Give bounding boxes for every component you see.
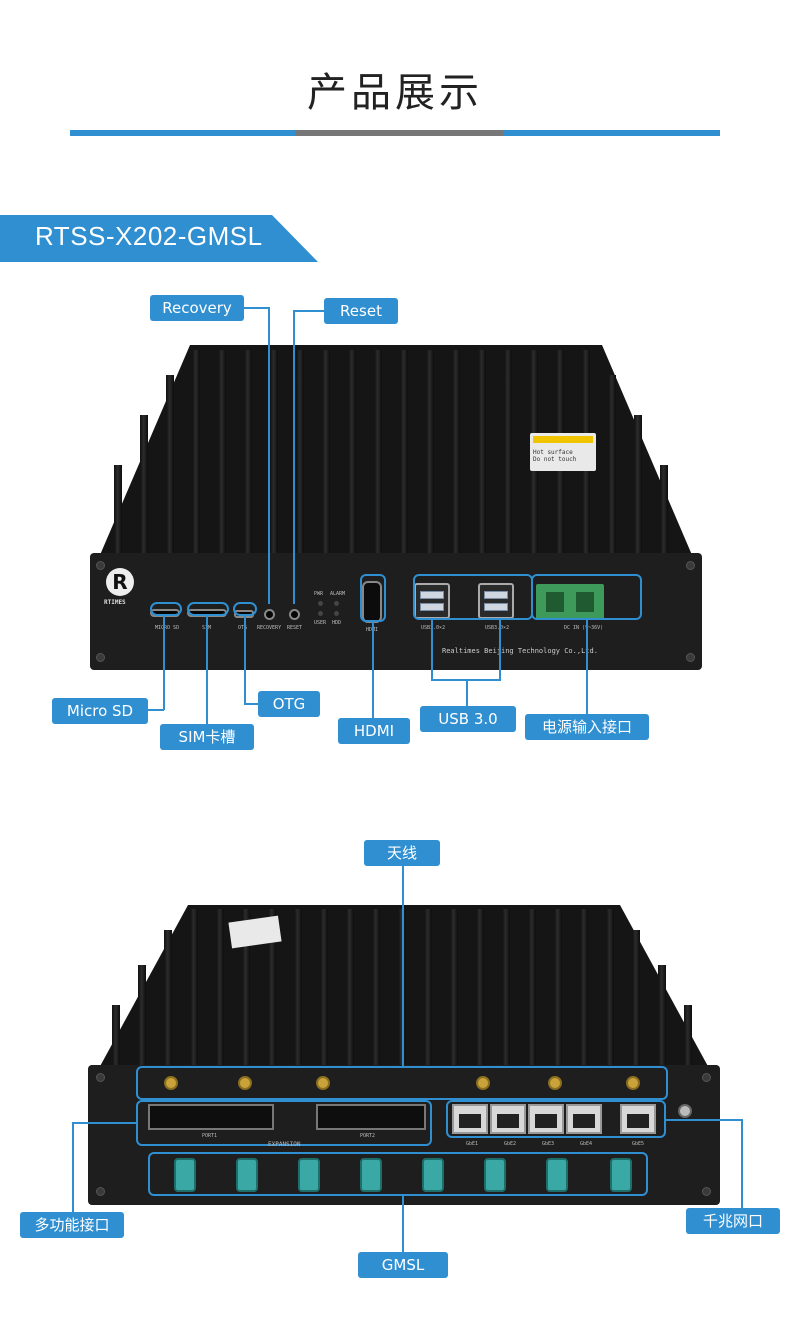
warning-sticker: Hot surface Do not touch (530, 433, 596, 471)
rtimes-logo-icon: R (106, 568, 134, 596)
screw-icon (96, 1073, 105, 1082)
alarm-led-icon (334, 601, 339, 606)
hdd-silk: HDD (332, 620, 342, 626)
gbe4-silk: GbE4 (580, 1141, 593, 1147)
usb1-silk: USB3.0×2 (421, 625, 446, 631)
ethernet-port-4[interactable] (566, 1104, 602, 1134)
reset-label: Reset (324, 298, 398, 324)
gmsl-connector-icon[interactable] (360, 1158, 382, 1192)
sim-highlight-box (187, 602, 229, 616)
screw-icon (702, 1073, 711, 1082)
terminal-screw-icon (546, 592, 564, 612)
gigabit-highlight-box (446, 1100, 666, 1138)
ethernet-port-3[interactable] (528, 1104, 564, 1134)
screw-icon (96, 653, 105, 662)
gmsl-connector-icon[interactable] (484, 1158, 506, 1192)
expansion-silk: EXPANSION (268, 1141, 301, 1148)
power-label: 电源输入接口 (525, 714, 649, 740)
pwr-silk: PWR (314, 591, 324, 597)
model-tag (0, 215, 318, 262)
antenna-label: 天线 (364, 840, 440, 866)
otg-silk: OTG (238, 625, 248, 631)
terminal-screw-icon (576, 592, 594, 612)
warning-text-1: Hot surface (533, 449, 573, 456)
expansion-port-1[interactable] (148, 1104, 274, 1130)
ethernet-port-1[interactable] (452, 1104, 488, 1134)
title-bar-left (70, 130, 295, 136)
power-highlight-box (531, 574, 642, 620)
recovery-label: Recovery (150, 295, 244, 321)
brand-text: RTIMES (104, 599, 126, 606)
recovery-button[interactable] (264, 609, 275, 620)
expansion-port-2[interactable] (316, 1104, 426, 1130)
port1-silk: PORT1 (202, 1133, 218, 1139)
dc-terminal[interactable] (536, 584, 604, 620)
gbe2-silk: GbE2 (504, 1141, 517, 1147)
reset-button[interactable] (289, 609, 300, 620)
screw-icon (96, 561, 105, 570)
title-bar-center (295, 130, 503, 136)
port2-silk: PORT2 (360, 1133, 376, 1139)
company-silk: Realtimes Beijing Technology Co.,Ltd. (442, 647, 598, 655)
gmsl-connector-icon[interactable] (174, 1158, 196, 1192)
gbe1-silk: GbE1 (466, 1141, 479, 1147)
gmsl-connector-icon[interactable] (546, 1158, 568, 1192)
ethernet-port-5[interactable] (620, 1104, 656, 1134)
gmsl-label: GMSL (358, 1252, 448, 1278)
micro-sd-highlight-box (150, 602, 182, 616)
antenna-connector-icon[interactable] (316, 1076, 330, 1090)
hdmi-highlight-box (360, 574, 386, 622)
usb2-silk: USB3.0×2 (485, 625, 510, 631)
model-name: RTSS-X202-GMSL (35, 221, 263, 251)
warning-text-2: Do not touch (533, 456, 577, 463)
antenna-connector-icon[interactable] (548, 1076, 562, 1090)
multi-highlight-box (136, 1100, 432, 1146)
hdd-led-icon (334, 611, 339, 616)
micro-sd-label: Micro SD (52, 698, 148, 724)
usb-port-1[interactable] (414, 583, 450, 619)
page-title: 产品展示 (307, 70, 483, 116)
screw-icon (96, 1187, 105, 1196)
usb-port-2[interactable] (478, 583, 514, 619)
user-silk: USER (314, 620, 327, 626)
user-led-icon (318, 611, 323, 616)
warning-icon (533, 436, 593, 443)
gmsl-connector-icon[interactable] (610, 1158, 632, 1192)
ethernet-port-2[interactable] (490, 1104, 526, 1134)
recovery-silk: RECOVERY (257, 625, 282, 631)
gbe3-silk: GbE3 (542, 1141, 555, 1147)
screw-icon (702, 1187, 711, 1196)
screw-icon (686, 653, 695, 662)
usb-highlight-box (413, 574, 533, 620)
otg-highlight-box (233, 602, 257, 616)
reset-silk: RESET (287, 625, 303, 631)
antenna-connector-icon[interactable] (476, 1076, 490, 1090)
gmsl-connector-icon[interactable] (422, 1158, 444, 1192)
gmsl-highlight-box (148, 1152, 648, 1196)
gigabit-label: 千兆网口 (686, 1208, 780, 1234)
gmsl-connector-icon[interactable] (298, 1158, 320, 1192)
title-bar-right (503, 130, 720, 136)
micro-sd-silk: MICRO SD (155, 625, 180, 631)
antenna-connector-icon[interactable] (238, 1076, 252, 1090)
antenna-highlight-box (136, 1066, 668, 1100)
usb-label: USB 3.0 (420, 706, 516, 732)
front-device: Hot surface Do not touch R RTIMES MICRO … (90, 345, 702, 670)
gmsl-connector-icon[interactable] (236, 1158, 258, 1192)
back-fins (98, 905, 710, 1070)
sim-label: SIM卡槽 (160, 724, 254, 750)
ground-screw-icon (678, 1104, 692, 1118)
dc-silk: DC IN (9~36V) (564, 625, 604, 631)
pwr-led-icon (318, 601, 323, 606)
hdmi-label: HDMI (338, 718, 410, 744)
multi-label: 多功能接口 (20, 1212, 124, 1238)
antenna-connector-icon[interactable] (626, 1076, 640, 1090)
gbe5-silk: GbE5 (632, 1141, 645, 1147)
otg-label: OTG (258, 691, 320, 717)
antenna-connector-icon[interactable] (164, 1076, 178, 1090)
front-fins (100, 345, 692, 555)
screw-icon (686, 561, 695, 570)
alarm-silk: ALARM (330, 591, 346, 597)
